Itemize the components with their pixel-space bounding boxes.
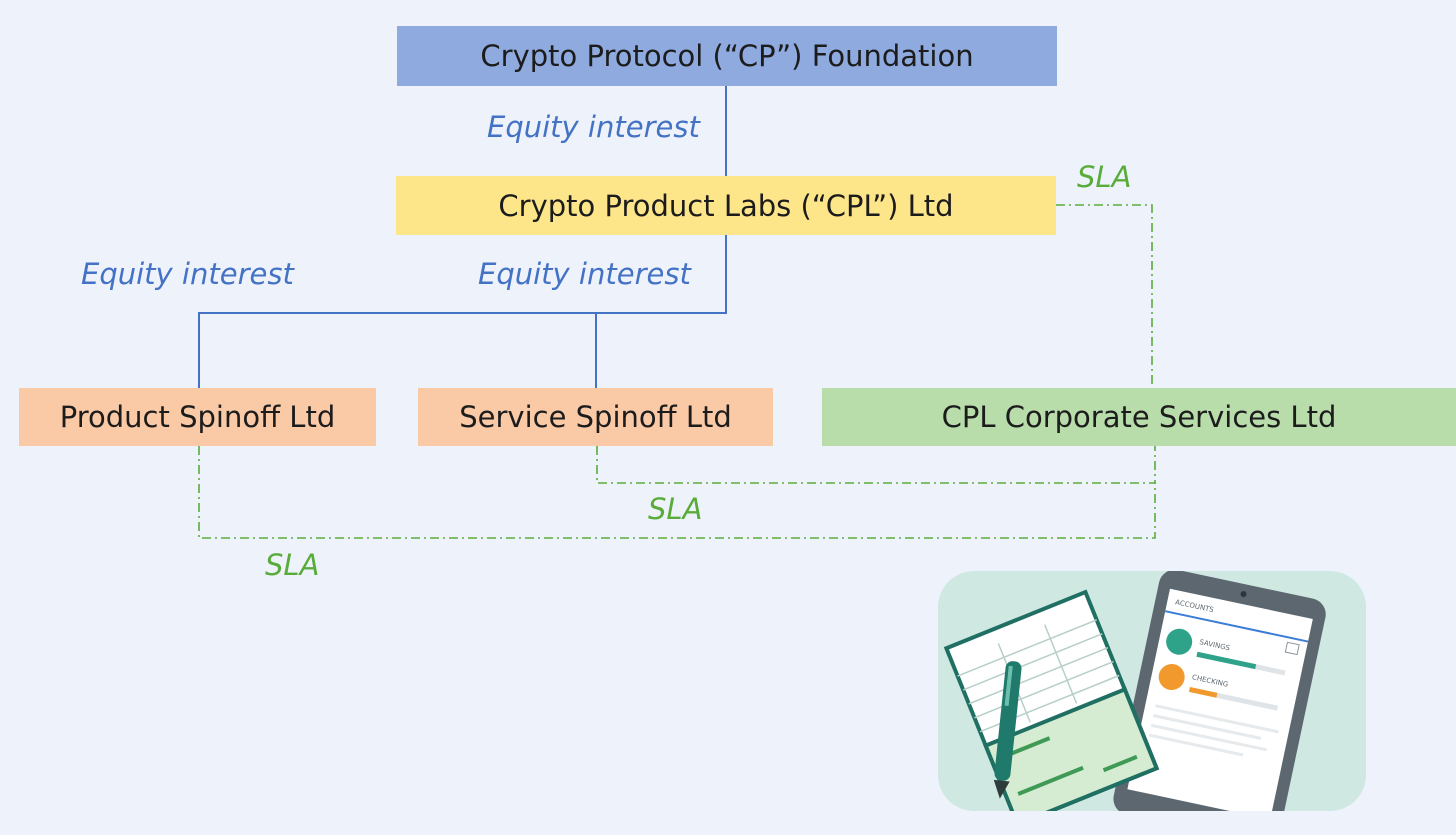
cpl-ltd-label: Crypto Product Labs (“CPL”) Ltd bbox=[498, 188, 954, 223]
cpl-ltd-node: Crypto Product Labs (“CPL”) Ltd bbox=[396, 176, 1056, 235]
sla-label-service: SLA bbox=[648, 492, 703, 526]
equity-line-cpl-spinoffs bbox=[198, 235, 727, 388]
service-spinoff-node: Service Spinoff Ltd bbox=[418, 388, 773, 446]
equity-label-service: Equity interest bbox=[478, 257, 691, 291]
pen-icon bbox=[993, 661, 1022, 799]
sla-line-service-corporate bbox=[596, 446, 1156, 484]
product-spinoff-label: Product Spinoff Ltd bbox=[59, 400, 336, 434]
corporate-services-node: CPL Corporate Services Ltd bbox=[822, 388, 1456, 446]
sla-line-cpl-corporate bbox=[1056, 204, 1153, 388]
cp-foundation-label: Crypto Protocol (“CP”) Foundation bbox=[480, 39, 974, 73]
banking-illustration: ACCOUNTS SAVINGS CHECKING bbox=[938, 571, 1366, 811]
bank-icon bbox=[1158, 663, 1185, 690]
sla-line-product-corporate bbox=[198, 446, 1156, 539]
corporate-services-label: CPL Corporate Services Ltd bbox=[941, 400, 1337, 434]
equity-label-cp-cpl: Equity interest bbox=[487, 110, 700, 144]
equity-label-product: Equity interest bbox=[81, 257, 294, 291]
sla-label-cpl: SLA bbox=[1077, 160, 1132, 194]
sla-label-product: SLA bbox=[265, 548, 320, 582]
savings-icon bbox=[1166, 628, 1193, 655]
tablet-icon: ACCOUNTS SAVINGS CHECKING bbox=[1113, 571, 1326, 811]
service-spinoff-label: Service Spinoff Ltd bbox=[459, 400, 732, 434]
cp-foundation-node: Crypto Protocol (“CP”) Foundation bbox=[397, 26, 1057, 86]
product-spinoff-node: Product Spinoff Ltd bbox=[19, 388, 376, 446]
